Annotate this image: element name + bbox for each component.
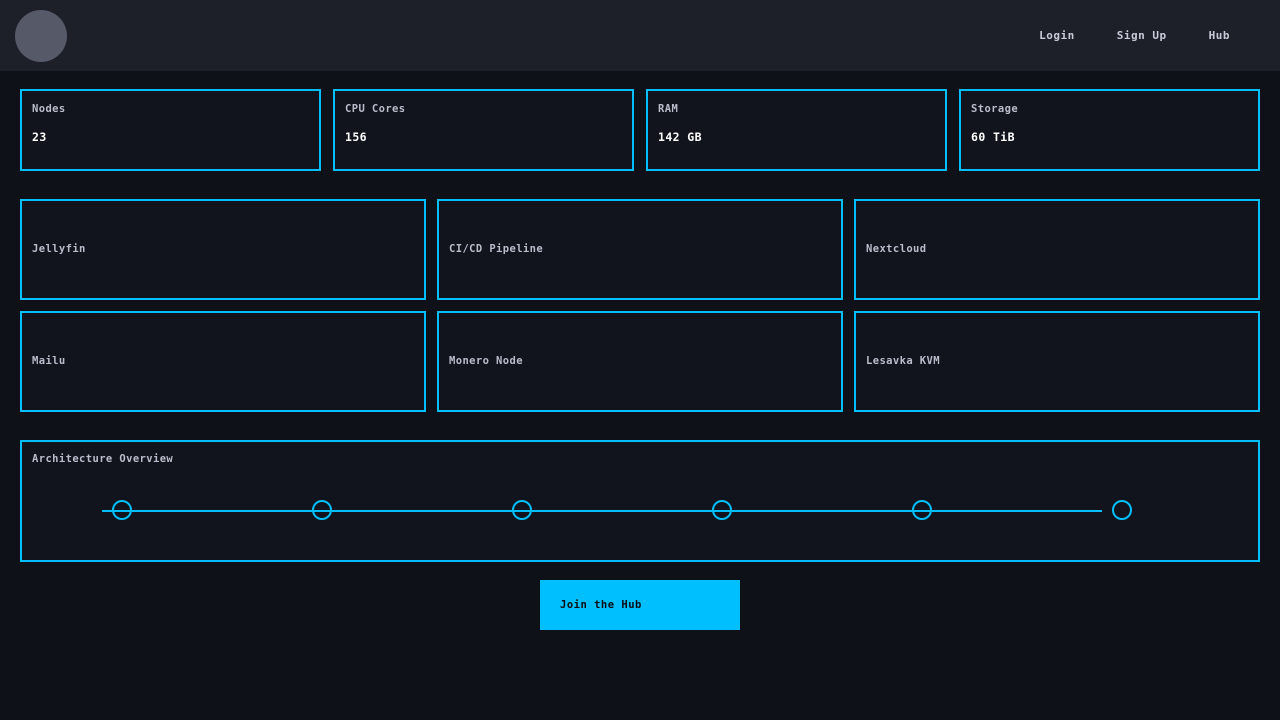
stat-value: 142 GB — [658, 130, 702, 144]
timeline-node-5[interactable] — [912, 500, 932, 520]
stat-card-ram: RAM 142 GB — [646, 89, 947, 171]
service-name: Monero Node — [449, 355, 523, 368]
stat-label: Nodes — [32, 103, 66, 115]
site-header: Login Sign Up Hub — [0, 0, 1280, 71]
services-grid: Jellyfin CI/CD Pipeline Nextcloud Mailu … — [20, 199, 1260, 412]
timeline-node-6[interactable] — [1112, 500, 1132, 520]
service-name: Jellyfin — [32, 243, 86, 256]
timeline-node-1[interactable] — [112, 500, 132, 520]
timeline-track — [102, 510, 1102, 512]
stat-label: Storage — [971, 103, 1019, 115]
service-name: Lesavka KVM — [866, 355, 940, 368]
stat-value: 23 — [32, 130, 47, 144]
stat-card-nodes: Nodes 23 — [20, 89, 321, 171]
timeline-node-2[interactable] — [312, 500, 332, 520]
service-card-monero-node[interactable]: Monero Node — [437, 311, 843, 412]
stat-label: CPU Cores — [345, 103, 406, 115]
service-card-jellyfin[interactable]: Jellyfin — [20, 199, 426, 300]
nav-link-signup[interactable]: Sign Up — [1116, 29, 1167, 42]
service-card-mailu[interactable]: Mailu — [20, 311, 426, 412]
service-card-nextcloud[interactable]: Nextcloud — [854, 199, 1260, 300]
architecture-overview-panel: Architecture Overview — [20, 440, 1260, 562]
panel-title: Architecture Overview — [32, 453, 174, 465]
service-name: Mailu — [32, 355, 66, 368]
nav-link-hub[interactable]: Hub — [1208, 29, 1230, 42]
stat-card-cpu-cores: CPU Cores 156 — [333, 89, 634, 171]
user-avatar-icon[interactable] — [15, 9, 67, 62]
stat-value: 60 TiB — [971, 130, 1015, 144]
timeline-node-3[interactable] — [512, 500, 532, 520]
join-the-hub-button[interactable]: Join the Hub — [540, 580, 740, 630]
architecture-timeline — [22, 500, 1258, 522]
service-card-lesavka-kvm[interactable]: Lesavka KVM — [854, 311, 1260, 412]
main-nav: Login Sign Up Hub — [1029, 23, 1240, 48]
stats-row: Nodes 23 CPU Cores 156 RAM 142 GB Storag… — [20, 89, 1260, 171]
stat-card-storage: Storage 60 TiB — [959, 89, 1260, 171]
cta-section: Join the Hub — [0, 580, 1280, 630]
stat-value: 156 — [345, 130, 367, 144]
nav-link-login[interactable]: Login — [1039, 29, 1075, 42]
service-name: CI/CD Pipeline — [449, 243, 544, 256]
timeline-node-4[interactable] — [712, 500, 732, 520]
service-card-cicd-pipeline[interactable]: CI/CD Pipeline — [437, 199, 843, 300]
service-name: Nextcloud — [866, 243, 927, 256]
stat-label: RAM — [658, 103, 679, 115]
